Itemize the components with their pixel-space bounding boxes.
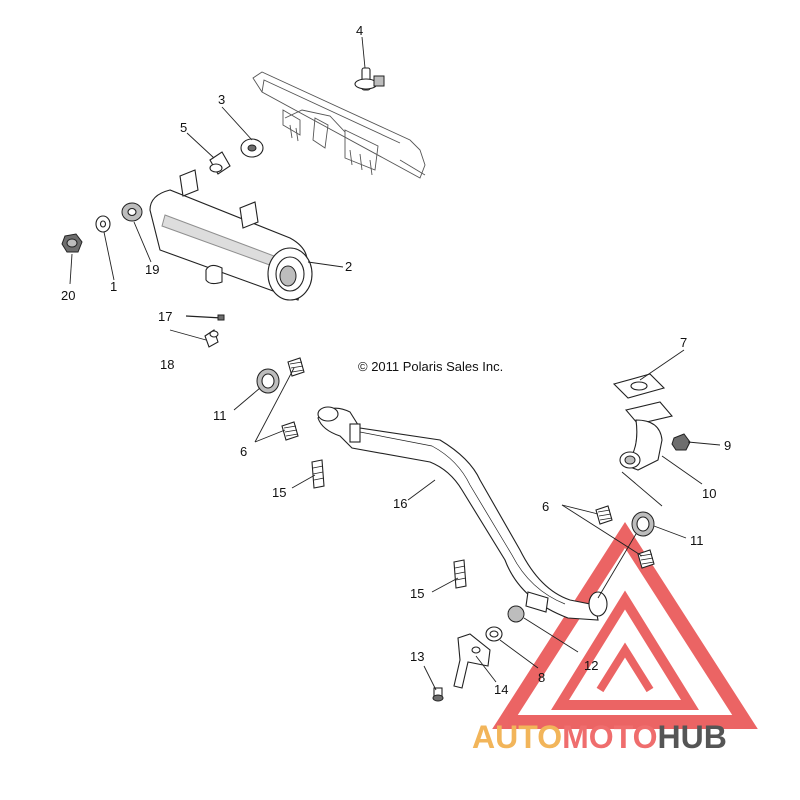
spring-part-6-upper [287,357,305,377]
callout-18: 18 [160,357,174,372]
watermark-auto: AUTO [472,719,562,755]
callout-20: 20 [61,288,75,303]
elbow-part-10 [619,401,674,471]
washer-part-1 [95,215,111,233]
spacer-part-5 [209,151,231,175]
callout-11-upper: 11 [213,408,227,423]
svg-text:AUTOMOTOHUB: AUTOMOTOHUB [472,719,727,755]
callout-10: 10 [702,486,716,501]
callout-4: 4 [356,23,363,38]
callout-17: 17 [158,309,172,324]
watermark-logo [492,522,758,729]
gasket-part-11-lower [631,511,655,537]
callout-11-lower: 11 [690,533,704,548]
callout-12: 12 [584,658,598,673]
clip-part-18 [204,329,219,348]
pin-part-17 [185,314,225,321]
muffler-part-2 [149,169,313,301]
plug-part-12 [507,605,525,623]
callout-6-lower: 6 [542,499,549,514]
spring-part-15-upper [311,459,325,489]
grommet-part-19 [121,202,143,222]
watermark-text: AUTOMOTOHUB [472,719,727,755]
head-pipe-part-16 [317,406,608,621]
callout-7: 7 [680,335,687,350]
bolt-part-13 [432,687,444,702]
gasket-part-8 [485,626,503,642]
bolt-part-4 [354,67,385,91]
callout-6-upper: 6 [240,444,247,459]
nut-part-20 [61,233,83,253]
callout-5: 5 [180,120,187,135]
callout-1: 1 [110,279,117,294]
gasket-part-11-upper [256,368,280,394]
callout-8: 8 [538,670,545,685]
callout-16: 16 [393,496,407,511]
callout-15-upper: 15 [272,485,286,500]
callout-15-lower: 15 [410,586,424,601]
bracket-part-14 [453,633,491,689]
spring-part-6-lower [281,421,299,441]
callout-13: 13 [410,649,424,664]
callout-2: 2 [345,259,352,274]
copyright-text: © 2011 Polaris Sales Inc. [358,359,503,374]
callout-3: 3 [218,92,225,107]
frame-rail [252,71,426,179]
spring-part-15-lower [453,559,467,589]
callout-19: 19 [145,262,159,277]
grommet-part-3 [240,138,264,158]
gasket-part-7 [612,373,666,399]
nut-part-9 [671,433,691,451]
spring-part-6-right-lower [637,549,655,569]
callout-9: 9 [724,438,731,453]
spring-part-6-right-upper [595,505,613,525]
callout-14: 14 [494,682,508,697]
leader-lines [69,36,721,691]
watermark-hub: HUB [657,719,726,755]
watermark-moto: MOTO [562,719,657,755]
